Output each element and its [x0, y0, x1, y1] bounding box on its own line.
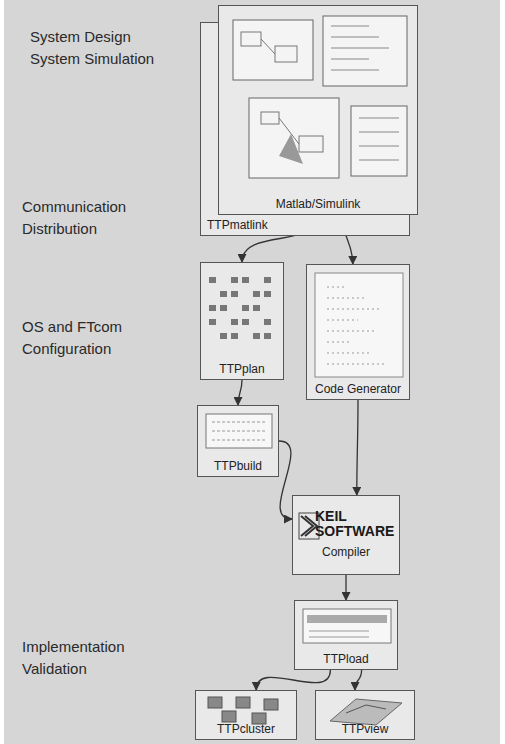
flow-arrow [256, 670, 330, 690]
logo-text: KEIL SOFTWARE [315, 509, 393, 539]
compiler-box: KEIL SOFTWARE Compiler [292, 495, 400, 575]
tool-caption: TTPmatlink [207, 218, 268, 232]
stage-label: System Design System Simulation [30, 26, 170, 70]
tool-box: TTPview [315, 690, 415, 740]
tool-illustration [201, 263, 283, 379]
tool-box: TTPplan [200, 262, 284, 380]
tool-box: TTPcluster [195, 690, 297, 740]
tool-box: Matlab/Simulink [218, 5, 418, 215]
stage-label: OS and FTcom Configuration [22, 316, 152, 360]
tool-box: Code Generator [306, 264, 410, 400]
flow-arrow [345, 575, 346, 600]
tool-illustration [307, 265, 409, 399]
tool-caption: TTPcluster [217, 722, 275, 736]
tool-caption: TTPview [342, 722, 389, 736]
tool-box: TTPbuild [197, 405, 279, 477]
tool-caption: TTPplan [219, 362, 264, 376]
flow-arrow [357, 400, 358, 495]
tool-caption: Matlab/Simulink [276, 197, 361, 211]
tool-caption: TTPload [323, 652, 368, 666]
stage-label: Implementation Validation [22, 636, 142, 680]
tool-caption: TTPbuild [214, 459, 262, 473]
tool-caption: Code Generator [315, 382, 401, 396]
stage-label: Communication Distribution [22, 196, 142, 240]
tool-illustration [219, 6, 417, 214]
tool-box: TTPload [294, 600, 398, 670]
tool-caption: Compiler [322, 545, 370, 559]
flow-arrow [355, 670, 362, 690]
flow-arrow [279, 441, 292, 519]
flow-arrow [238, 380, 242, 405]
